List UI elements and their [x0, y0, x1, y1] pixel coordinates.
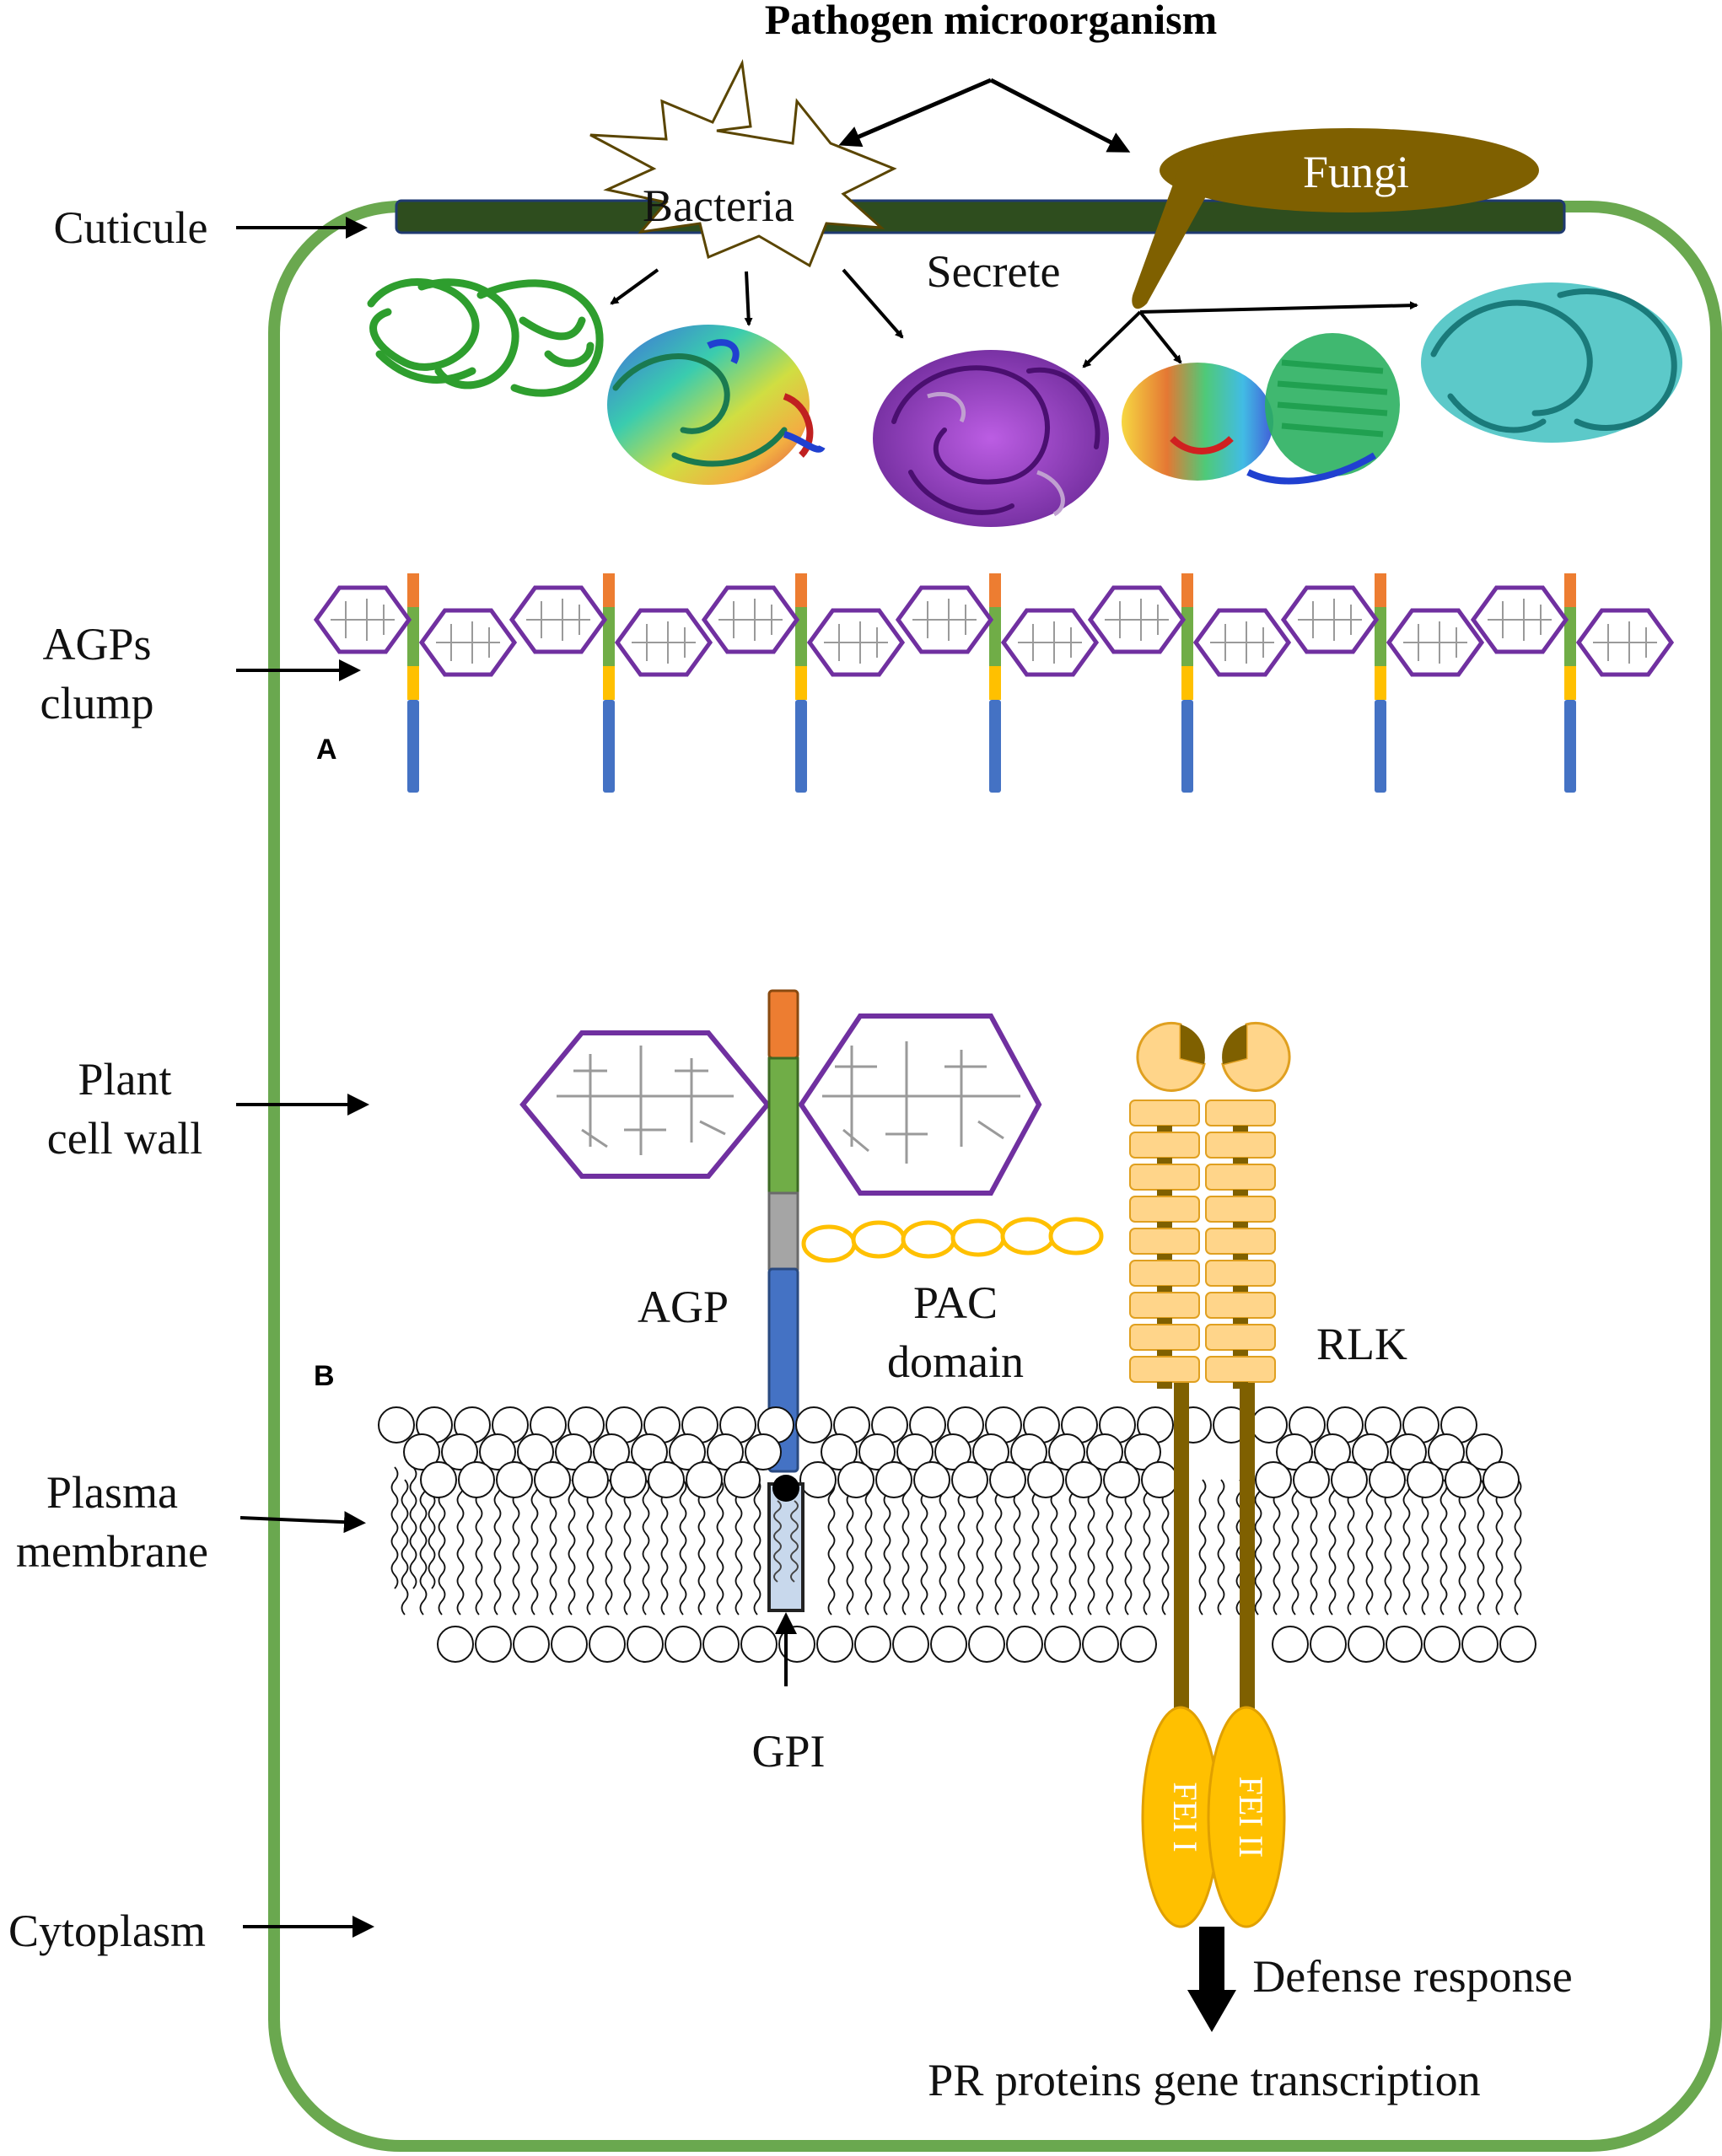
- plasma-membrane-label-line2: membrane: [16, 1526, 208, 1577]
- agp-backbone: [767, 989, 799, 1473]
- pac-domain-label-line2: domain: [887, 1336, 1024, 1387]
- gpi-anchor: [767, 1475, 804, 1612]
- figure-title: Pathogen microorganism: [765, 0, 1218, 43]
- left-label-arrows: [236, 217, 374, 1938]
- agps-clump-label-line2: clump: [40, 678, 154, 729]
- pr-proteins-label: PR proteins gene transcription: [928, 2055, 1480, 2105]
- left-labels: Cuticule AGPs clump Plant cell wall Plas…: [8, 202, 208, 1956]
- agp-glycan-hexagon: [701, 585, 800, 654]
- protein-structure-green: [367, 278, 604, 397]
- agp-glycan-hexagon: [1386, 608, 1485, 677]
- fungi-label: Fungi: [1303, 147, 1409, 197]
- agps-clump-label-line1: AGPs: [42, 619, 151, 669]
- bacteria-starburst: [589, 58, 897, 268]
- fei1-label: FEI I: [1166, 1782, 1204, 1852]
- fungi-secretion-arrows: [1082, 301, 1418, 368]
- plant-cell-wall-label-line1: Plant: [78, 1054, 171, 1105]
- agp-glycan-hexagon: [1000, 608, 1100, 677]
- agp-stem: [1181, 573, 1193, 793]
- bacteria-label: Bacteria: [643, 180, 794, 231]
- agp-glycan-hexagon: [313, 585, 412, 654]
- plasma-membrane-bilayer: [378, 1406, 1536, 1663]
- agp-stem: [603, 573, 615, 793]
- cytoplasm-label: Cytoplasm: [8, 1906, 206, 1956]
- bacteria-secretion-arrows: [610, 268, 904, 339]
- agps-clump-row: [313, 573, 1675, 793]
- agp-glycan-hexagon: [614, 608, 713, 677]
- fei2-kinase: [1207, 1706, 1286, 1928]
- title-arrows: [838, 78, 1131, 153]
- plant-cell-wall-label-line2: cell wall: [47, 1113, 202, 1164]
- protein-structure-rainbow-2: [1122, 333, 1400, 485]
- fei2-label: FEI II: [1232, 1777, 1270, 1858]
- agp-label: AGP: [638, 1282, 729, 1332]
- agp-glycan-hexagon: [1192, 608, 1292, 677]
- plasma-membrane-label-line1: Plasma: [46, 1467, 178, 1518]
- agp-stem: [989, 573, 1001, 793]
- pac-domain-chain: [801, 1217, 1104, 1263]
- agp-glycan-hexagon: [1575, 608, 1675, 677]
- panel-label-a: A: [316, 734, 337, 766]
- pac-domain-label-line1: PAC: [913, 1277, 998, 1328]
- agp-stem: [1564, 573, 1576, 793]
- agp-glycan-hexagon: [895, 585, 994, 654]
- panel-label-b: B: [314, 1360, 335, 1392]
- defense-arrow: [1187, 1927, 1236, 2032]
- agp-glycan-hexagon: [1280, 585, 1380, 654]
- agp-stem: [795, 573, 807, 793]
- secrete-label: Secrete: [927, 246, 1061, 297]
- fungi-shape: [1132, 128, 1539, 309]
- rlk-label: RLK: [1316, 1319, 1407, 1369]
- gpi-label: GPI: [751, 1726, 825, 1777]
- rlk-lrr-domains: [1129, 1100, 1276, 1389]
- agp-glycan-hexagon: [806, 608, 906, 677]
- protein-structure-rainbow-1: [607, 325, 826, 485]
- protein-structure-teal: [1421, 282, 1682, 443]
- agp-glycan-right: [798, 1013, 1042, 1196]
- agp-glycan-hexagon: [1470, 585, 1569, 654]
- agp-stem: [407, 573, 419, 793]
- agp-glycan-left: [519, 1030, 771, 1179]
- agp-stem: [1375, 573, 1386, 793]
- agp-glycan-hexagon: [418, 608, 518, 677]
- agp-glycan-hexagon: [509, 585, 608, 654]
- protein-structure-purple: [873, 350, 1109, 527]
- defense-response-label: Defense response: [1252, 1951, 1572, 2002]
- rlk-receptor: [1129, 1021, 1291, 1928]
- agp-glycan-hexagon: [1087, 585, 1187, 654]
- cuticle-label: Cuticule: [54, 202, 208, 253]
